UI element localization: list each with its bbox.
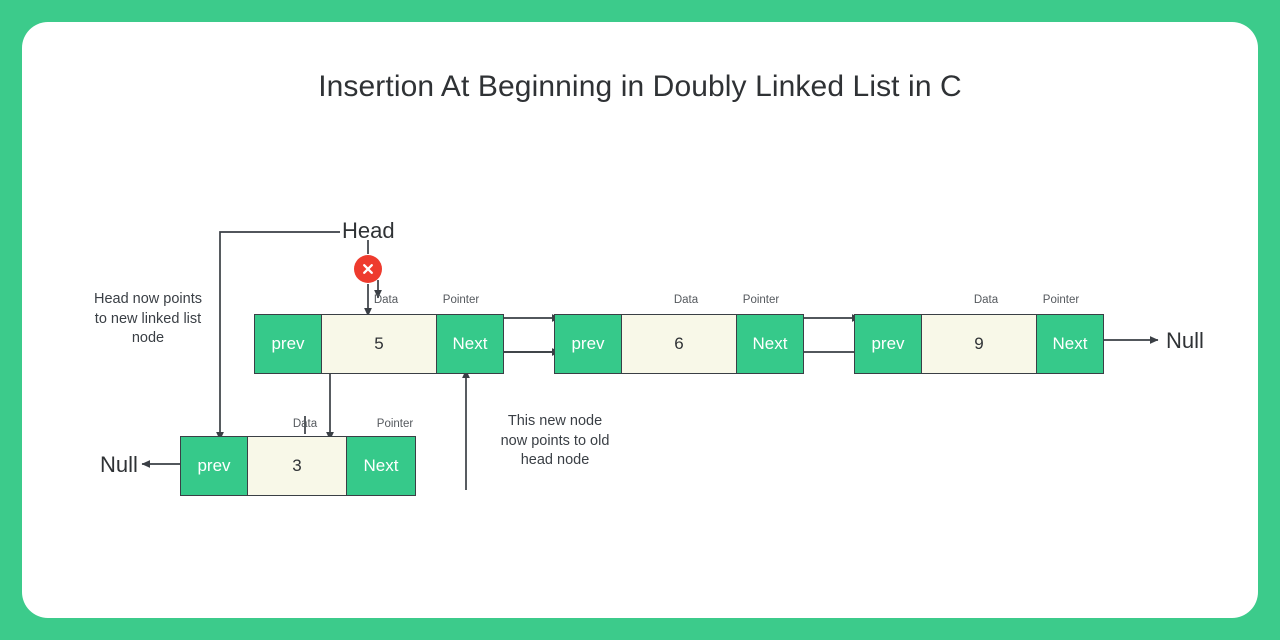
null-label-right: Null — [1166, 328, 1204, 353]
node-3-new[interactable]: prev 3 Next — [180, 436, 416, 496]
node-5-pointer-caption: Pointer — [442, 294, 480, 306]
head-to-new-node-arrow — [216, 231, 340, 441]
node-3-data-cell: 3 — [247, 437, 347, 495]
node-9-prev-cell: prev — [855, 315, 921, 373]
node-5-next-cell: Next — [437, 315, 503, 373]
node-9-data-cell: 9 — [921, 315, 1037, 373]
node-5-prev-cell: prev — [255, 315, 321, 373]
x-mark-icon — [354, 255, 382, 283]
node-3-data-caption: Data — [292, 418, 318, 430]
page-title: Insertion At Beginning in Doubly Linked … — [318, 70, 962, 103]
node-9-next-cell: Next — [1037, 315, 1103, 373]
node-5[interactable]: prev 5 Next — [254, 314, 504, 374]
node-5-data-caption: Data — [373, 294, 399, 306]
node-6[interactable]: prev 6 Next — [554, 314, 804, 374]
node-3-pointer-caption: Pointer — [376, 418, 414, 430]
content-card: Insertion At Beginning in Doubly Linked … — [22, 22, 1258, 618]
null-label-left: Null — [100, 452, 138, 477]
node-6-prev-cell: prev — [555, 315, 621, 373]
node-9-data-caption: Data — [973, 294, 999, 306]
node-6-next-cell: Next — [737, 315, 803, 373]
node-5-data-cell: 5 — [321, 315, 437, 373]
node-6-data-cell: 6 — [621, 315, 737, 373]
node-3-prev-cell: prev — [181, 437, 247, 495]
node-9[interactable]: prev 9 Next — [854, 314, 1104, 374]
node-6-pointer-caption: Pointer — [742, 294, 780, 306]
head-note: Head now points to new linked list node — [93, 291, 202, 347]
head-label: Head — [342, 218, 395, 243]
node-6-data-caption: Data — [673, 294, 699, 306]
new-node-note: This new node now points to old head nod… — [500, 413, 610, 469]
node-9-pointer-caption: Pointer — [1042, 294, 1080, 306]
node-3-next-cell: Next — [347, 437, 415, 495]
